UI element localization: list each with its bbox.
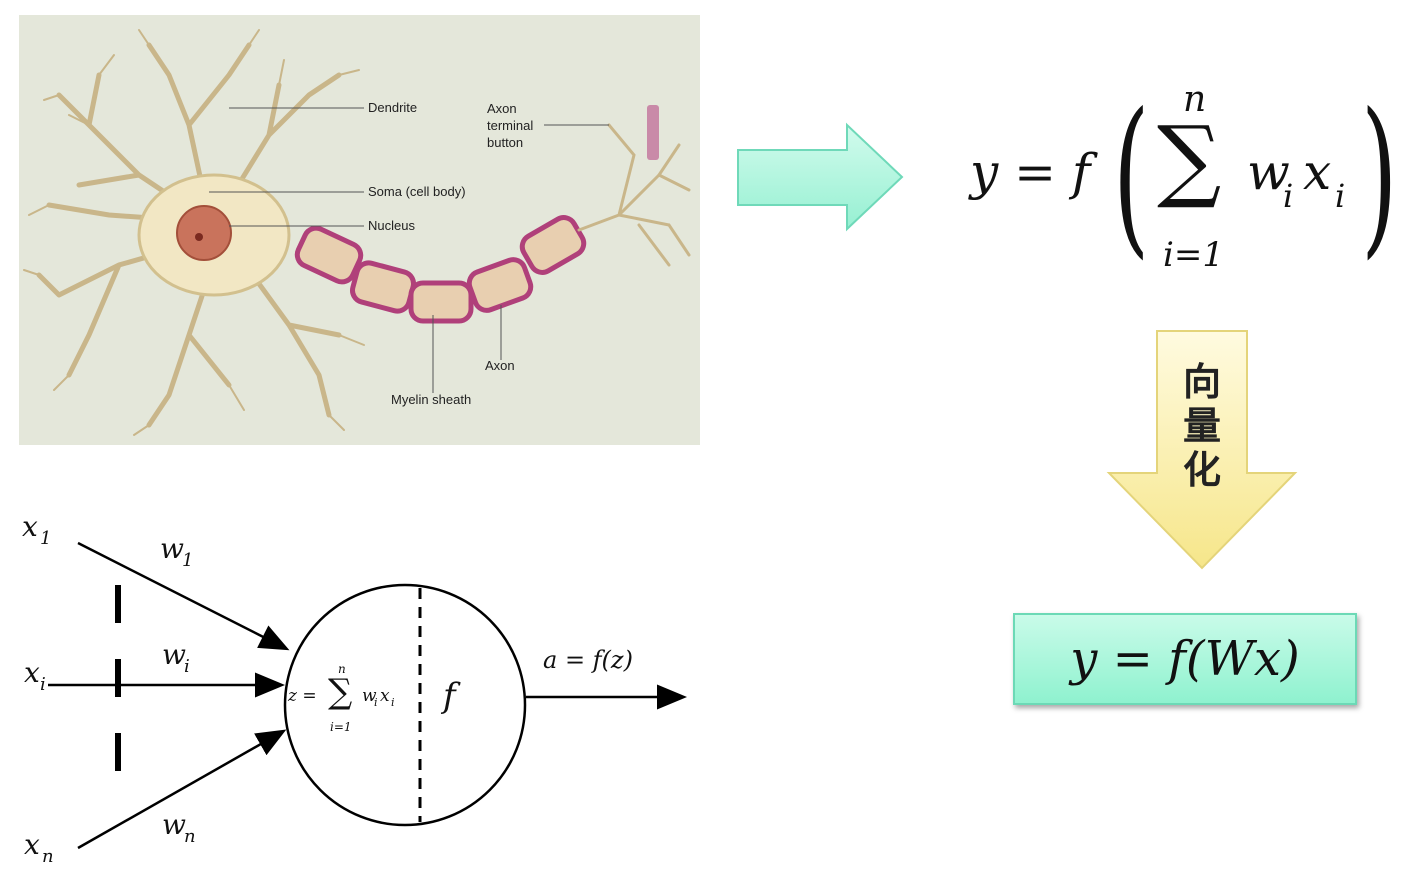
vector-formula-box: y = f(Wx) (1013, 613, 1357, 705)
leader-lines (209, 107, 609, 393)
input-xi-sub: i (40, 674, 46, 695)
neuron-circle (283, 583, 527, 827)
myelin-segments (294, 215, 587, 324)
sum-term-x-sub: i (391, 696, 395, 709)
sum-top: n (1183, 79, 1207, 120)
nucleus-shape (176, 205, 232, 261)
weight-wn: w (162, 808, 186, 841)
neuron-drawing (23, 29, 691, 436)
vector-formula: y = f(Wx) (1070, 631, 1300, 687)
neuron-sum-formula: z = n ∑ i=1 w i x i (288, 662, 418, 742)
down-arrow-icon (1106, 330, 1298, 570)
sigma-small-icon: ∑ (328, 672, 353, 712)
term-w: w (1247, 143, 1290, 201)
summation-formula: y = f ( n ∑ i=1 w i x i ) (965, 77, 1398, 285)
vectorize-char-1: 向 (1182, 360, 1221, 404)
input-xi: x (24, 656, 40, 689)
sum-term-w-sub: i (374, 696, 378, 709)
label-axon-terminal: Axon terminal button (487, 101, 534, 150)
left-paren: ( (1113, 77, 1150, 275)
formula-lhs: y = f (970, 143, 1091, 201)
neuron-illustration: Dendrite Axon terminal button Soma (cell… (19, 15, 700, 445)
perceptron-diagram (48, 541, 687, 850)
output-label: a = f(z) (543, 646, 633, 674)
term-x: x (1303, 143, 1332, 201)
sum-bottom: i=1 (1163, 235, 1224, 275)
weight-w1-sub: 1 (182, 550, 194, 571)
term-x-sub: i (1335, 177, 1346, 215)
sum-term-w: w (362, 686, 377, 706)
axon-terminals (577, 123, 691, 267)
dendrites (36, 42, 342, 428)
sum-lhs: z = (288, 686, 317, 706)
input-arrow-n (77, 729, 287, 850)
vectorize-label: 向 量 化 (1178, 360, 1226, 492)
sum-bottom-small: i=1 (330, 720, 352, 734)
input-x1: x (22, 510, 38, 543)
weight-wn-sub: n (184, 826, 196, 847)
label-axon: Axon (485, 358, 515, 373)
input-x1-sub: 1 (40, 528, 52, 549)
label-nucleus: Nucleus (368, 218, 415, 233)
weight-wi-sub: i (184, 656, 190, 677)
vectorize-char-3: 化 (1182, 448, 1221, 492)
input-arrow-1 (77, 541, 290, 651)
label-myelin: Myelin sheath (391, 392, 472, 407)
right-paren: ) (1361, 77, 1398, 275)
label-dendrite: Dendrite (368, 100, 418, 115)
sum-top-small: n (338, 662, 346, 676)
label-soma: Soma (cell body) (368, 184, 466, 199)
input-xn-sub: n (42, 846, 54, 867)
weight-wi: w (162, 638, 186, 671)
activation-f: f (443, 676, 456, 716)
sigma-icon: ∑ (1157, 107, 1222, 212)
term-w-sub: i (1283, 177, 1294, 215)
input-xn: x (24, 828, 40, 861)
right-arrow-icon (737, 122, 904, 232)
sum-term-x: x (380, 686, 390, 706)
vectorize-char-2: 量 (1182, 404, 1221, 448)
weight-w1: w (160, 532, 184, 565)
